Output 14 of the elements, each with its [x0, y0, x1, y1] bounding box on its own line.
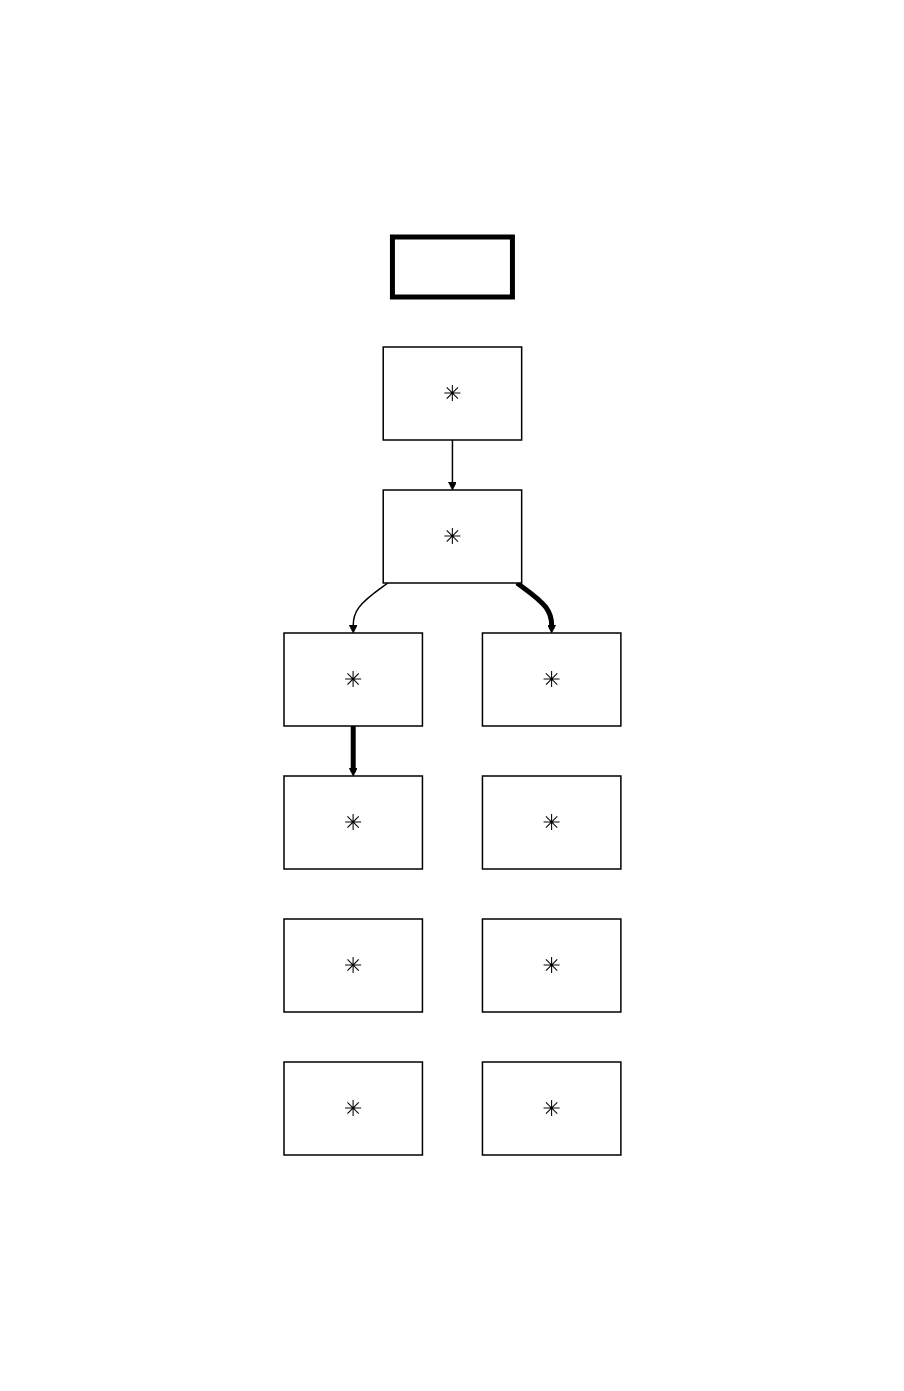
arrow: [348, 725, 358, 776]
node-box: ✳: [481, 1060, 622, 1156]
node-box: ✳: [382, 488, 522, 584]
arrow: [348, 581, 389, 633]
node-box: ✳: [282, 917, 423, 1013]
arrow: [447, 438, 457, 490]
node-box: ✳: [481, 774, 622, 870]
node-box: ✳: [481, 917, 622, 1013]
node-box: [389, 234, 515, 299]
node-box: ✳: [282, 774, 423, 870]
node-box: ✳: [282, 631, 423, 727]
node-box: ✳: [382, 345, 522, 441]
node-box: ✳: [481, 631, 622, 727]
node-box: ✳: [282, 1060, 423, 1156]
